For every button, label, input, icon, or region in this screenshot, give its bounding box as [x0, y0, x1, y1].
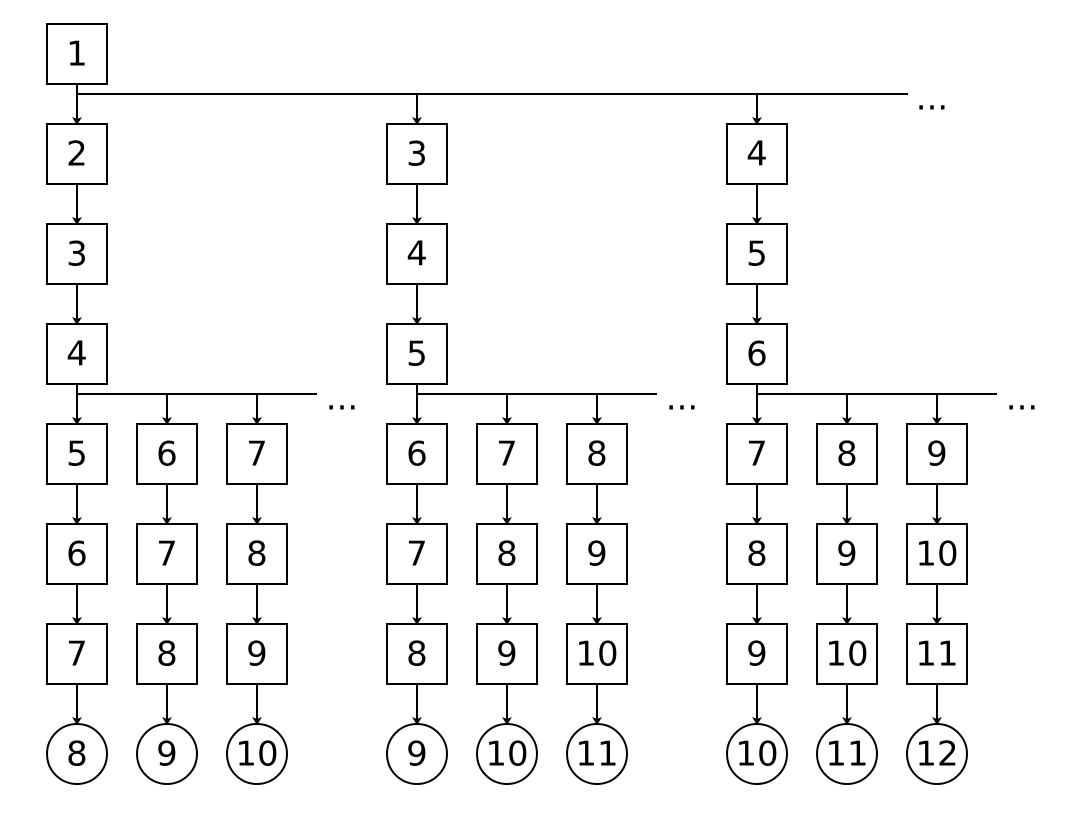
group-2-branch-2-node-1-label: 10	[915, 535, 958, 575]
group-2-chain-node-2: 6	[726, 323, 788, 385]
group-0-branch-2-leaf: 10	[226, 723, 288, 785]
group-1-branch-2-node-1-label: 9	[586, 535, 608, 575]
group-1-branch-2-leaf-label: 11	[575, 735, 618, 775]
group-1-branch-2-node-0: 8	[566, 423, 628, 485]
group-1-branch-0-node-0-label: 6	[406, 435, 428, 475]
group-2-branch-2-node-2-label: 11	[915, 635, 958, 675]
group-1-branch-0-leaf-label: 9	[406, 735, 428, 775]
group-2-branch-1-node-2: 10	[816, 623, 878, 685]
group-2-branch-1-node-2-label: 10	[825, 635, 868, 675]
ellipsis: ...	[666, 379, 698, 419]
group-0-branch-2-leaf-label: 10	[235, 735, 278, 775]
group-2-branch-1-node-1: 9	[816, 523, 878, 585]
group-0-chain-node-0-label: 2	[66, 135, 88, 175]
group-0-branch-0-node-2-label: 7	[66, 635, 88, 675]
group-1-chain-node-0-label: 3	[406, 135, 428, 175]
group-1-branch-2-node-2: 10	[566, 623, 628, 685]
group-1-branch-1-node-0: 7	[476, 423, 538, 485]
group-1-branch-1-leaf-label: 10	[485, 735, 528, 775]
group-1-branch-1-node-1: 8	[476, 523, 538, 585]
group-2-chain-node-2-label: 6	[746, 335, 768, 375]
group-0-chain-node-2-label: 4	[66, 335, 88, 375]
group-2-branch-2-node-1: 10	[906, 523, 968, 585]
group-0-chain-node-2: 4	[46, 323, 108, 385]
group-2-branch-1-leaf-label: 11	[825, 735, 868, 775]
group-1-branch-0-node-0: 6	[386, 423, 448, 485]
group-1-branch-0-node-2-label: 8	[406, 635, 428, 675]
group-0-branch-0-node-0: 5	[46, 423, 108, 485]
group-1-branch-0-node-1: 7	[386, 523, 448, 585]
group-1-chain-node-2-label: 5	[406, 335, 428, 375]
group-1-branch-2-node-2-label: 10	[575, 635, 618, 675]
ellipsis: ...	[1006, 379, 1038, 419]
group-2-branch-1-node-0: 8	[816, 423, 878, 485]
group-0-chain-node-1: 3	[46, 223, 108, 285]
group-2-branch-0-node-2: 9	[726, 623, 788, 685]
node-root-label: 1	[66, 35, 88, 75]
group-0-branch-2-node-2-label: 9	[246, 635, 268, 675]
group-1-chain-node-1: 4	[386, 223, 448, 285]
group-1-branch-1-node-1-label: 8	[496, 535, 518, 575]
group-0-branch-2-node-2: 9	[226, 623, 288, 685]
group-2-branch-2-node-2: 11	[906, 623, 968, 685]
group-0-branch-0-leaf-label: 8	[66, 735, 88, 775]
group-2-branch-2-node-0: 9	[906, 423, 968, 485]
group-2-branch-0-node-1-label: 8	[746, 535, 768, 575]
ellipsis: ...	[916, 79, 948, 119]
group-0-branch-0-node-1-label: 6	[66, 535, 88, 575]
group-1-branch-1-node-2-label: 9	[496, 635, 518, 675]
nodes: 1... 2 3 4... 5 6 7 8 6 7 8 9 7 8 9 10 3 4 5... 6 7 8 9 7 8 9 10 8 9…	[46, 23, 1038, 785]
group-2-branch-0-node-0-label: 7	[746, 435, 768, 475]
group-0-chain-node-1-label: 3	[66, 235, 88, 275]
group-2-branch-0-leaf: 10	[726, 723, 788, 785]
group-1-chain-node-0: 3	[386, 123, 448, 185]
group-1-branch-2-node-0-label: 8	[586, 435, 608, 475]
group-2-branch-0-node-0: 7	[726, 423, 788, 485]
group-0-chain-node-0: 2	[46, 123, 108, 185]
group-1-branch-2-node-1: 9	[566, 523, 628, 585]
group-2-branch-1-leaf: 11	[816, 723, 878, 785]
group-0-branch-2-node-0: 7	[226, 423, 288, 485]
group-0-branch-1-node-0-label: 6	[156, 435, 178, 475]
group-0-branch-2-node-1: 8	[226, 523, 288, 585]
ellipsis: ...	[326, 379, 358, 419]
group-2-chain-node-0-label: 4	[746, 135, 768, 175]
group-2-branch-1-node-1-label: 9	[836, 535, 858, 575]
group-0-branch-2-node-0-label: 7	[246, 435, 268, 475]
group-2-branch-2-node-0-label: 9	[926, 435, 948, 475]
group-0-branch-1-node-0: 6	[136, 423, 198, 485]
group-1-chain-node-1-label: 4	[406, 235, 428, 275]
group-1-branch-0-node-2: 8	[386, 623, 448, 685]
group-0-branch-1-node-1-label: 7	[156, 535, 178, 575]
group-1-branch-0-node-1-label: 7	[406, 535, 428, 575]
group-1-branch-0-leaf: 9	[386, 723, 448, 785]
group-2-chain-node-1: 5	[726, 223, 788, 285]
edges	[72, 84, 997, 725]
group-0-branch-0-node-2: 7	[46, 623, 108, 685]
group-2-branch-2-leaf: 12	[906, 723, 968, 785]
group-0-branch-0-node-0-label: 5	[66, 435, 88, 475]
group-1-branch-2-leaf: 11	[566, 723, 628, 785]
group-0-branch-1-node-1: 7	[136, 523, 198, 585]
group-0-branch-1-node-2-label: 8	[156, 635, 178, 675]
group-2-branch-0-leaf-label: 10	[735, 735, 778, 775]
group-1-branch-1-node-2: 9	[476, 623, 538, 685]
group-2-chain-node-1-label: 5	[746, 235, 768, 275]
group-1-branch-1-node-0-label: 7	[496, 435, 518, 475]
group-2-chain-node-0: 4	[726, 123, 788, 185]
node-root: 1	[46, 23, 108, 85]
group-2-branch-2-leaf-label: 12	[915, 735, 958, 775]
group-2-branch-0-node-2-label: 9	[746, 635, 768, 675]
group-0-branch-1-leaf: 9	[136, 723, 198, 785]
group-0-branch-0-node-1: 6	[46, 523, 108, 585]
group-1-chain-node-2: 5	[386, 323, 448, 385]
group-1-branch-1-leaf: 10	[476, 723, 538, 785]
group-0-branch-1-node-2: 8	[136, 623, 198, 685]
group-0-branch-0-leaf: 8	[46, 723, 108, 785]
group-0-branch-2-node-1-label: 8	[246, 535, 268, 575]
group-0-branch-1-leaf-label: 9	[156, 735, 178, 775]
group-2-branch-1-node-0-label: 8	[836, 435, 858, 475]
group-2-branch-0-node-1: 8	[726, 523, 788, 585]
